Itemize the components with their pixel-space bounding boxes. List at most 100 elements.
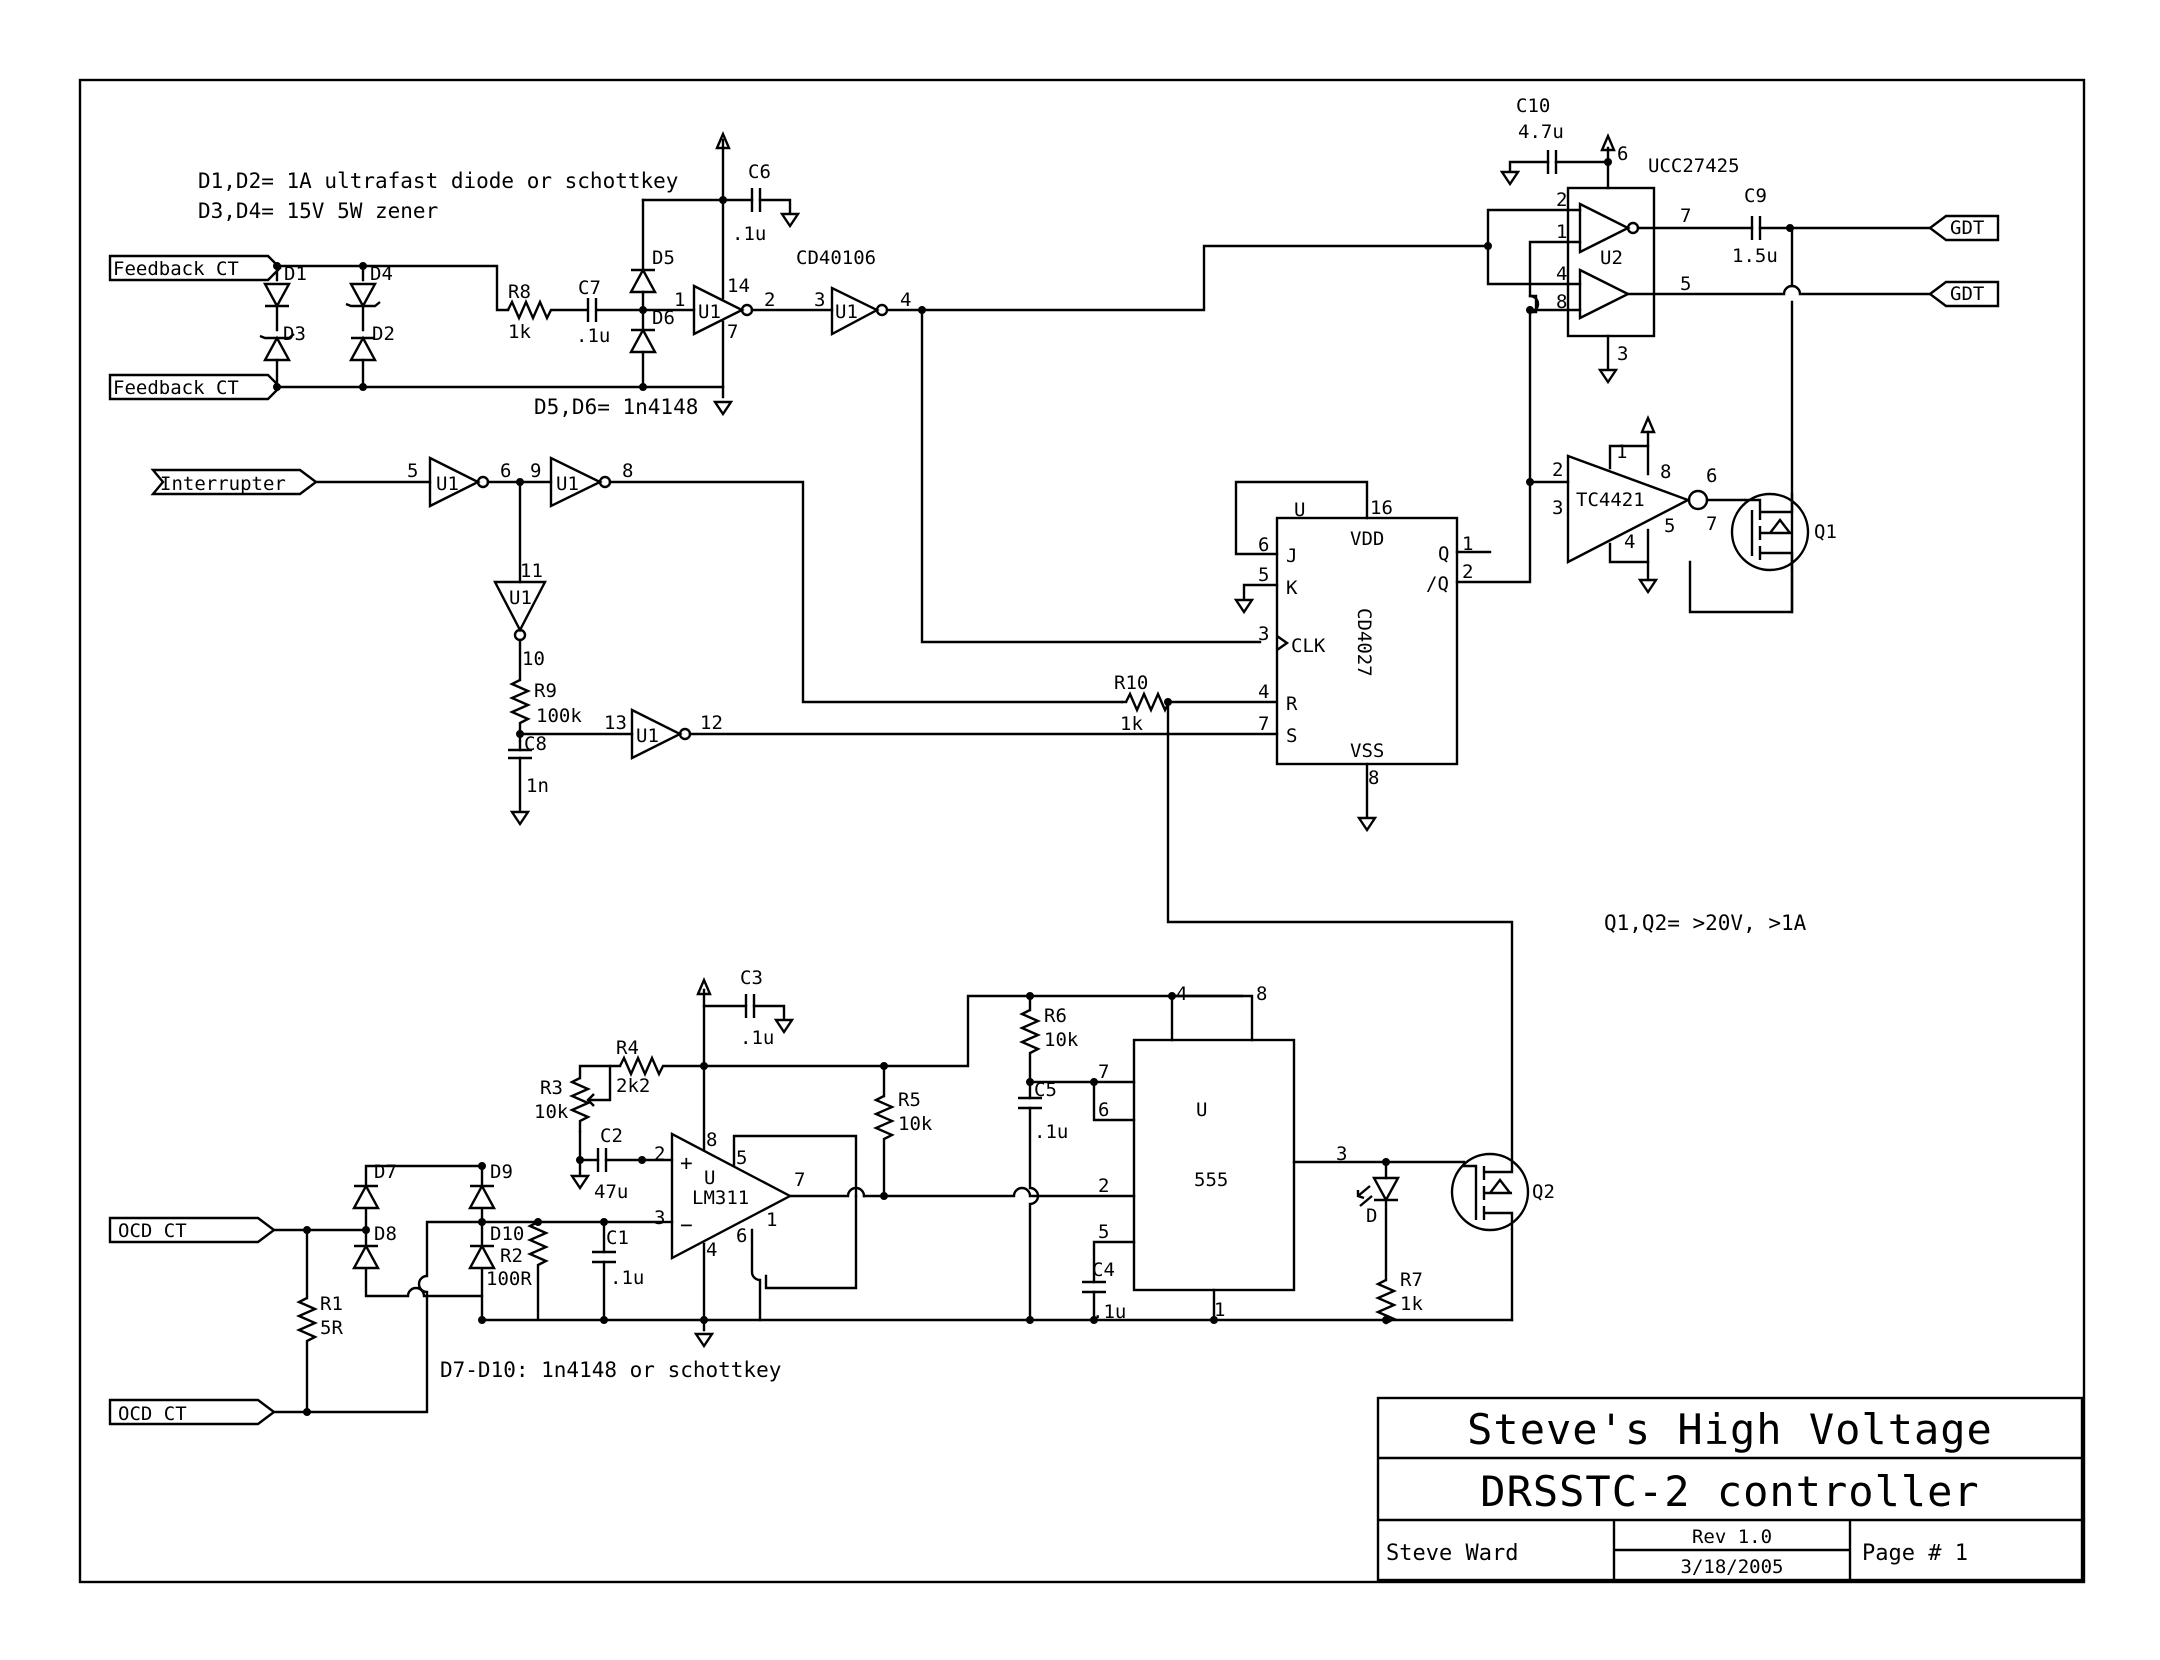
junction-dot — [1090, 1078, 1098, 1086]
resistor-r7-symbol — [1375, 1278, 1397, 1325]
ref-u1-d: U1 — [556, 473, 579, 495]
pin-cd4027-3: 3 — [1258, 623, 1269, 645]
cd4027-pin-label-q: Q — [1438, 543, 1449, 565]
port-interrupter-label: Interrupter — [160, 473, 286, 495]
junction-dot — [303, 1408, 311, 1416]
note-d1-d2: D1,D2= 1A ultrafast diode or schottkey — [198, 169, 678, 193]
junction-dot — [1090, 1316, 1098, 1324]
wire — [1626, 284, 1932, 296]
pin-tc-8: 8 — [1660, 461, 1671, 483]
ref-u1-f: U1 — [636, 725, 659, 747]
pin-cd4027-7: 7 — [1258, 713, 1269, 735]
val-c10: 4.7u — [1518, 121, 1564, 143]
pin-555-5: 5 — [1098, 1221, 1109, 1243]
ground-symbol — [1597, 368, 1619, 385]
junction-dot — [273, 262, 281, 270]
wire — [732, 1134, 858, 1198]
pin-u1-2: 2 — [764, 289, 775, 311]
interrupter-section: Interrupter U1 5 6 9 U1 8 11 U1 10 R9 10… — [150, 456, 1514, 1162]
pin-cd4027-4: 4 — [1258, 681, 1269, 703]
pin-u2-8: 8 — [1556, 291, 1567, 313]
pin-lm-2: 2 — [654, 1143, 665, 1165]
resistor-r4-symbol — [618, 1055, 704, 1077]
pin-u2-1: 1 — [1556, 221, 1567, 243]
pin-555-4: 4 — [1176, 983, 1187, 1005]
ref-c5: C5 — [1034, 1079, 1057, 1101]
pin-cd4027-8: 8 — [1368, 767, 1379, 789]
drawing-border — [78, 78, 2086, 1584]
pin-u1-11: 11 — [520, 560, 543, 582]
inverter-bubble — [1687, 489, 1709, 511]
diode-d2-symbol — [348, 335, 378, 362]
port-gdt-1-label: GDT — [1950, 217, 1984, 239]
wire — [1508, 160, 1610, 172]
wire — [1242, 583, 1279, 600]
vdd-arrow — [1600, 132, 1616, 152]
cd4027-pin-label-j: J — [1286, 545, 1297, 567]
capacitor-c4-symbol — [1082, 1280, 1106, 1294]
part-tc4421: TC4421 — [1576, 489, 1645, 511]
wire — [702, 994, 1244, 1068]
ref-u-lm311: U — [704, 1167, 715, 1189]
ref-r10: R10 — [1114, 672, 1148, 694]
lm311-pin-label-minus: − — [680, 1213, 693, 1237]
val-r2: 100R — [486, 1268, 532, 1290]
ref-c3: C3 — [740, 967, 763, 989]
part-ucc27425: UCC27425 — [1648, 155, 1740, 177]
val-r10: 1k — [1120, 713, 1143, 735]
val-r1: 5R — [320, 1317, 343, 1339]
pin-tc-2: 2 — [1552, 459, 1563, 481]
tc4421-driver: TC4421 2 3 1 8 4 5 6 7 Q1 — [1526, 414, 1837, 614]
wire — [1486, 208, 1582, 248]
pin-u1-6: 6 — [500, 460, 511, 482]
vdd-arrow — [715, 130, 731, 150]
wire — [1528, 240, 1582, 484]
ref-c6: C6 — [748, 161, 771, 183]
cd4027-flipflop: U VDD J K CLK R S VSS Q /Q CD4027 16 6 5… — [1233, 480, 1532, 833]
pin-u2-7: 7 — [1680, 205, 1691, 227]
junction-dot — [1604, 158, 1612, 166]
cd4027-pin-label-k: K — [1286, 577, 1298, 599]
ref-d8: D8 — [374, 1223, 397, 1245]
cd4027-pin-label-vdd: VDD — [1350, 528, 1384, 550]
port-interrupter — [150, 468, 318, 496]
capacitor-c2-symbol — [596, 1148, 608, 1172]
pin-lm-1: 1 — [766, 1209, 777, 1231]
resistor-r5-symbol — [873, 1094, 895, 1196]
part-cd40106: CD40106 — [796, 247, 876, 269]
ref-r3: R3 — [540, 1077, 563, 1099]
inverter-u1-e-symbol — [493, 580, 547, 633]
pin-lm-3: 3 — [654, 1207, 665, 1229]
pin-u2-4: 4 — [1556, 263, 1567, 285]
capacitor-c10-symbol — [1546, 150, 1558, 174]
wire — [1608, 542, 1650, 582]
resistor-r6-symbol — [1019, 1008, 1041, 1082]
diode-d5-symbol — [628, 267, 658, 294]
pin-tc-5: 5 — [1664, 515, 1675, 537]
ref-u1-a: U1 — [698, 301, 721, 323]
wire — [885, 244, 1490, 312]
timer-555: U 555 4 8 7 6 2 5 1 3 R6 10k C5 .1u C4 .… — [1018, 983, 1555, 1325]
title-block-company: Steve's High Voltage — [1467, 1405, 1993, 1454]
wire — [1608, 444, 1650, 476]
ocd-section: OCD CT OCD CT R1 5R D7 D8 D9 D10 R2 100R — [108, 967, 1514, 1426]
pin-cd4027-6: 6 — [1258, 534, 1269, 556]
inverter-u1-a-symbol — [692, 284, 745, 336]
pin-cd4027-2: 2 — [1462, 561, 1473, 583]
pin-u1-12: 12 — [700, 712, 723, 734]
title-block: Steve's High Voltage DRSSTC-2 controller… — [1376, 1396, 2084, 1582]
pin-tc-6: 6 — [1706, 465, 1717, 487]
val-c8: 1n — [526, 775, 549, 797]
mosfet-q2-body — [1450, 1152, 1530, 1232]
cd4027-pin-label-qbar: /Q — [1426, 573, 1449, 595]
ref-c10: C10 — [1516, 95, 1550, 117]
pin-u1-7: 7 — [727, 321, 738, 343]
capacitor-c1-symbol — [592, 1250, 616, 1264]
cd4027-pin-label-vss: VSS — [1350, 740, 1384, 762]
junction-dot — [1526, 478, 1534, 486]
wire — [1028, 1106, 1040, 1322]
pin-555-7: 7 — [1098, 1061, 1109, 1083]
tc4421-symbol — [1566, 454, 1691, 564]
title-block-page: Page # 1 — [1862, 1541, 1968, 1566]
